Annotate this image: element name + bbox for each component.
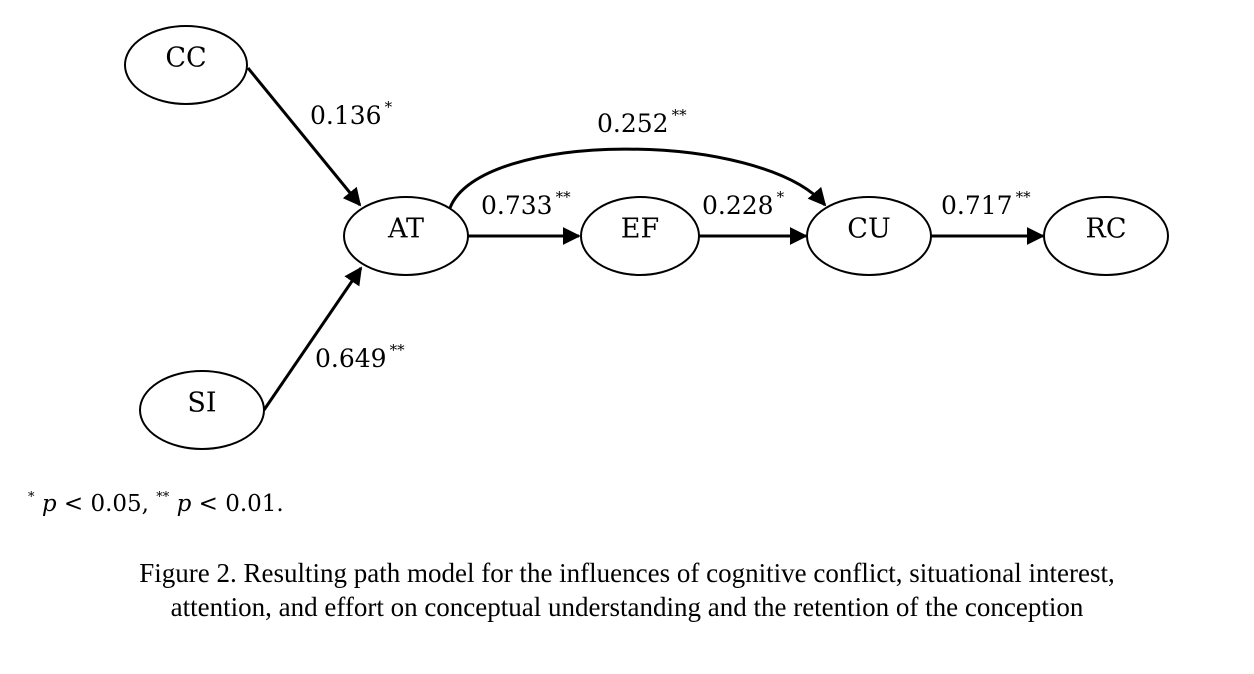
node-ellipse [124, 25, 248, 105]
significance-mark: ** [390, 341, 406, 359]
edge-label-cc-at: 0.136* [310, 98, 393, 130]
node-si: SI [139, 370, 265, 450]
sig1-var: p [41, 491, 57, 517]
path-coefficient: 0.733 [481, 191, 553, 220]
node-ellipse [1043, 196, 1169, 276]
sig2-text: < 0.01. [191, 491, 284, 517]
edge-cc-at [246, 67, 362, 207]
significance-mark: ** [556, 188, 572, 206]
edge-label-cu-rc: 0.717** [941, 188, 1031, 220]
path-coefficient: 0.228 [702, 191, 774, 220]
node-cu: CU [806, 196, 932, 276]
path-coefficient: 0.136 [310, 101, 382, 130]
node-label: CU [847, 214, 890, 245]
node-ellipse [580, 196, 700, 276]
significance-mark: ** [1016, 188, 1032, 206]
node-cc: CC [124, 25, 248, 105]
sig1-text: < 0.05, [56, 491, 157, 517]
node-ellipse [343, 196, 469, 276]
path-coefficient: 0.649 [315, 344, 387, 373]
edge-label-at-cu: 0.252** [597, 106, 687, 138]
edge-label-at-ef: 0.733** [481, 188, 571, 220]
sig1-mark: * [28, 490, 35, 505]
significance-mark: * [385, 98, 393, 116]
node-ellipse [139, 370, 265, 450]
edge-label-si-at: 0.649** [315, 341, 405, 373]
node-ef: EF [580, 196, 700, 276]
node-label: AT [387, 214, 424, 245]
edge-at-cu [448, 147, 827, 209]
sig2-var: p [176, 491, 192, 517]
significance-mark: ** [672, 106, 688, 124]
node-ellipse [806, 196, 932, 276]
node-label: RC [1086, 214, 1127, 245]
figure-caption: Figure 2. Resulting path model for the i… [0, 556, 1254, 624]
node-label: EF [621, 214, 659, 245]
caption-line-1: Figure 2. Resulting path model for the i… [139, 558, 1115, 588]
caption-line-2: attention, and effort on conceptual unde… [170, 592, 1084, 622]
significance-mark: * [777, 188, 785, 206]
node-at: AT [343, 196, 469, 276]
node-label: CC [165, 43, 206, 74]
sig2-mark: ** [156, 490, 170, 505]
path-coefficient: 0.252 [597, 109, 669, 138]
edge-label-ef-cu: 0.228* [702, 188, 785, 220]
path-coefficient: 0.717 [941, 191, 1013, 220]
node-rc: RC [1043, 196, 1169, 276]
significance-note: * p < 0.05, ** p < 0.01. [28, 490, 284, 517]
node-label: SI [187, 388, 216, 419]
edge-si-at [262, 266, 363, 411]
